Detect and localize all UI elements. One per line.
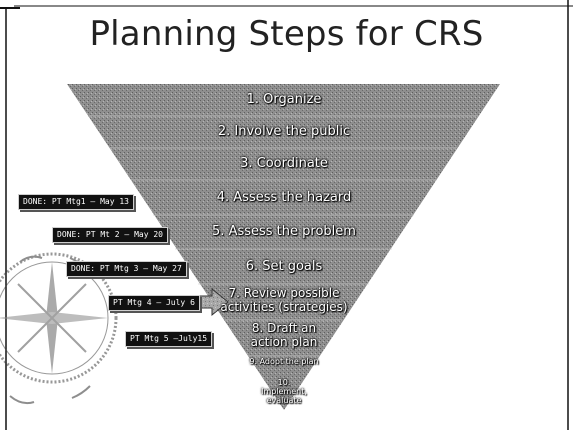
meeting-tag-1: DONE: PT Mtg1 – May 13: [18, 194, 134, 210]
step-assess-hazard: 4. Assess the hazard: [216, 190, 352, 205]
step-involve-public: 2. Involve the public: [217, 124, 351, 139]
step-organize: 1. Organize: [246, 92, 322, 107]
step-implement: 10. Implement, evaluate: [261, 378, 307, 405]
step-adopt-plan: 9. Adopt the plan: [249, 357, 319, 366]
funnel-band-lines: [89, 115, 478, 357]
step-assess-problem: 5. Assess the problem: [212, 224, 356, 239]
meeting-tag-5: PT Mtg 5 –July15: [125, 331, 213, 347]
step-set-goals: 6. Set goals: [245, 259, 323, 274]
meeting-tag-2: DONE: PT Mt 2 – May 20: [52, 227, 168, 243]
meeting-tag-4: PT Mtg 4 – July 6: [108, 295, 200, 311]
step-review-activities: 7. Review possible activities (strategie…: [220, 286, 348, 314]
step-coordinate: 3. Coordinate: [240, 156, 328, 171]
meeting-tag-3: DONE: PT Mtg 3 – May 27: [66, 261, 187, 277]
funnel-shape: [67, 84, 500, 410]
step-draft-plan: 8. Draft an action plan: [250, 321, 318, 349]
slide-title: Planning Steps for CRS: [89, 14, 484, 54]
